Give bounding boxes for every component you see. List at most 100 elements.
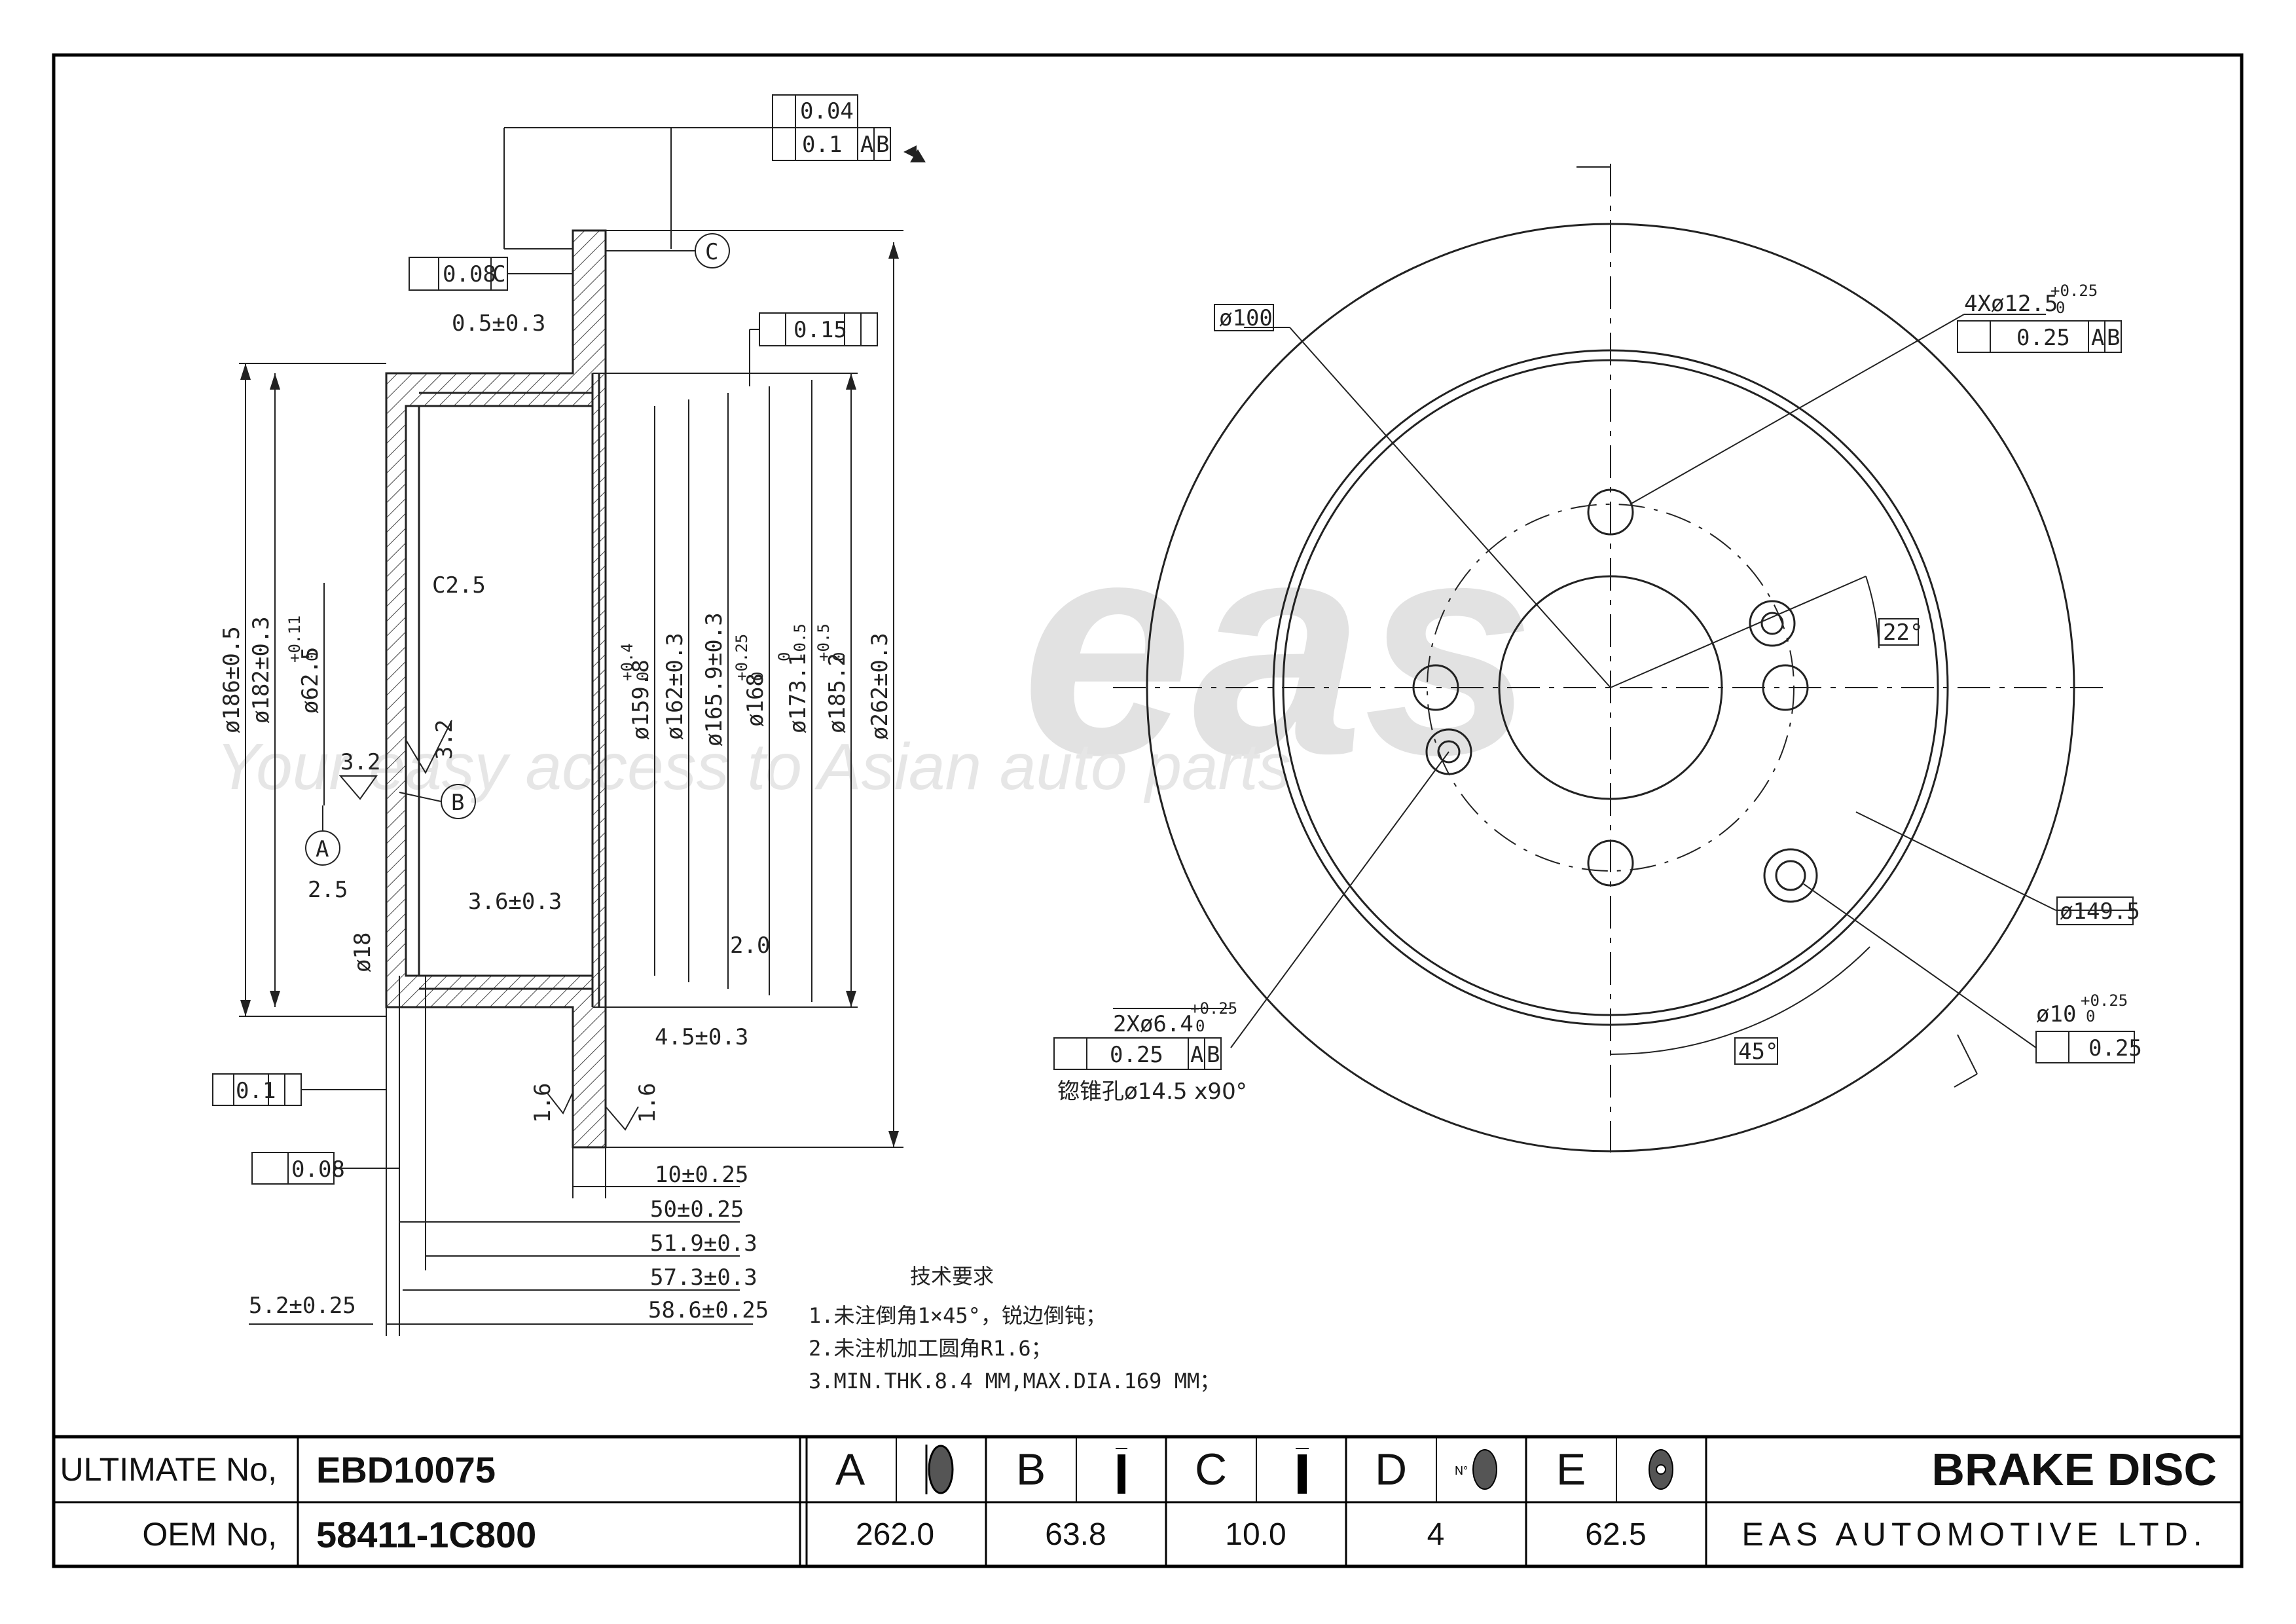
bolt-holes-datum-b: B bbox=[2107, 325, 2120, 351]
note-3: 3.MIN.THK.8.4 MM,MAX.DIA.169 MM； bbox=[809, 1369, 1220, 1393]
dia-182: ø182±0.3 bbox=[248, 616, 274, 724]
pin-hole-tol-low: 0 bbox=[2086, 1007, 2095, 1025]
spec-e-value: 62.5 bbox=[1585, 1517, 1647, 1552]
roughness-symbol bbox=[405, 720, 452, 775]
height-50: 50±0.25 bbox=[650, 1196, 744, 1223]
dia-185-2-tol-low: 0 bbox=[830, 652, 848, 661]
center-bore-icon bbox=[1649, 1449, 1673, 1490]
locating-holes-spec: 2Xø6.4 bbox=[1113, 1011, 1194, 1037]
pin-hole-position: 0.25 bbox=[2088, 1035, 2142, 1061]
locating-holes-tol-low: 0 bbox=[1195, 1017, 1205, 1035]
roughness-symbol bbox=[546, 1092, 574, 1115]
bolt-holes-icon: N° bbox=[1455, 1449, 1497, 1490]
title-block: ULTIMATE No, EBD10075 OEM No, 58411-1C80… bbox=[52, 1437, 2243, 1568]
dim-3-6: 3.6±0.3 bbox=[468, 889, 562, 915]
dia-149-5: ø149.5 bbox=[2060, 898, 2140, 925]
company-name: EAS AUTOMOTIVE LTD. bbox=[1741, 1516, 2208, 1553]
dimension-arrows bbox=[240, 145, 926, 1147]
dia-173-1-tol-low: -0.5 bbox=[791, 623, 809, 661]
parallelism-value: 0.08 bbox=[443, 261, 496, 287]
dia-159-8-tol-low: 0 bbox=[634, 672, 652, 681]
datum-ref-b: B bbox=[876, 132, 889, 158]
countersink-note: 锪锥孔ø14.5 x90° bbox=[1057, 1079, 1247, 1105]
dim-2-5: 2.5 bbox=[308, 877, 348, 903]
product-title: BRAKE DISC bbox=[1931, 1444, 2217, 1495]
spec-c-value: 10.0 bbox=[1225, 1517, 1286, 1552]
chamfer-label: C2.5 bbox=[432, 572, 486, 599]
spec-d-letter: D bbox=[1374, 1445, 1408, 1494]
height-dimensions bbox=[249, 976, 753, 1336]
spec-a-letter: A bbox=[835, 1445, 866, 1494]
oem-number-label: OEM No, bbox=[142, 1516, 277, 1553]
dia-159-8-tol: +0.4 bbox=[618, 643, 636, 681]
runout-hat-value: 0.15 bbox=[793, 317, 847, 343]
bolt-hole bbox=[1762, 664, 1809, 711]
pin-hole-tol: +0.25 bbox=[2081, 991, 2128, 1010]
title-block-grid bbox=[54, 1435, 2242, 1566]
bolt-hole bbox=[1412, 664, 1459, 711]
bolt-holes-spec: 4Xø12.5 bbox=[1964, 291, 2058, 317]
spec-e-letter: E bbox=[1556, 1445, 1586, 1494]
disc-diameter-icon bbox=[925, 1445, 954, 1494]
wheel-pin-hole bbox=[1763, 848, 1818, 903]
roughness-3-2-b: 3.2 bbox=[431, 720, 458, 760]
height-57-3: 57.3±0.3 bbox=[650, 1264, 757, 1291]
datum-ref-c: C bbox=[492, 261, 505, 287]
dia-62-5-tol-low: 0 bbox=[303, 652, 321, 661]
dia-168-tol: +0.25 bbox=[733, 634, 751, 681]
datum-ref-a: A bbox=[860, 132, 873, 158]
dia-186: ø186±0.5 bbox=[219, 626, 245, 733]
roughness-3-2-a: 3.2 bbox=[340, 749, 380, 775]
height-5-2: 5.2±0.25 bbox=[249, 1293, 356, 1319]
disc-height-icon bbox=[1116, 1448, 1127, 1494]
dia-159-8: ø159.8 bbox=[628, 659, 654, 740]
front-view-labels: ø100 4Xø12.5 +0.25 0 0.25 A B 22° ø149.5… bbox=[1057, 282, 2142, 1105]
dia-168: ø168 bbox=[742, 673, 769, 727]
locating-hole bbox=[1437, 740, 1461, 764]
section-diameter-labels: ø186±0.5 ø182±0.3 ø62.5 +0.11 0 3.2 ø18 … bbox=[219, 612, 893, 1123]
svg-text:N°: N° bbox=[1455, 1464, 1468, 1477]
roughness-symbol bbox=[338, 775, 378, 800]
wheel-pin-hole bbox=[1775, 860, 1806, 891]
bolt-holes-datum-a: A bbox=[2091, 325, 2104, 351]
dia-62-5-tol: +0.11 bbox=[285, 616, 304, 663]
locating-holes-position: 0.25 bbox=[1110, 1042, 1163, 1068]
roughness-symbol bbox=[605, 1106, 639, 1131]
bolt-holes-tol-low: 0 bbox=[2056, 299, 2065, 317]
spec-a-value: 262.0 bbox=[855, 1517, 935, 1552]
dia-173-1-tol: 0 bbox=[775, 652, 793, 661]
dia-185-2-tol: +0.5 bbox=[814, 623, 833, 661]
front-view bbox=[1053, 164, 2135, 1153]
locating-hole bbox=[1425, 728, 1472, 775]
angle-45: 45° bbox=[1738, 1039, 1778, 1065]
dia-185-2: ø185.2 bbox=[824, 653, 850, 733]
height-10: 10±0.25 bbox=[655, 1162, 748, 1188]
locating-holes-datum-b: B bbox=[1207, 1042, 1220, 1068]
locating-holes-datum-a: A bbox=[1190, 1042, 1203, 1068]
section-view bbox=[212, 94, 926, 1336]
dia-168-tol-low: 0 bbox=[748, 672, 767, 681]
spec-b-letter: B bbox=[1015, 1445, 1046, 1494]
height-51-9: 51.9±0.3 bbox=[650, 1230, 757, 1257]
notes-title: 技术要求 bbox=[910, 1264, 994, 1289]
disc-thickness-icon bbox=[1296, 1448, 1309, 1494]
gdt-frames bbox=[212, 94, 891, 1185]
bolt-hole bbox=[1587, 489, 1634, 536]
section-view-labels: 0.04 0.1 A B 0.08 C C B A 0.5±0.3 0.15 C… bbox=[236, 98, 889, 1323]
dim-ø18: ø18 bbox=[350, 932, 376, 972]
datum-b-label: B bbox=[451, 790, 464, 816]
bolt-hole bbox=[1587, 840, 1634, 887]
runout-left-value: 0.1 bbox=[236, 1078, 276, 1104]
locating-hole bbox=[1760, 612, 1784, 635]
ultimate-number-value: EBD10075 bbox=[316, 1449, 496, 1490]
ultimate-number-label: ULTIMATE No, bbox=[60, 1451, 277, 1488]
dim-4-5: 4.5±0.3 bbox=[655, 1024, 748, 1050]
angle-22: 22° bbox=[1883, 619, 1923, 646]
note-1: 1.未注倒角1×45°，锐边倒钝； bbox=[809, 1303, 1106, 1328]
dia-173-1: ø173.1 bbox=[785, 653, 811, 733]
dia-165-9: ø165.9±0.3 bbox=[701, 612, 727, 747]
locating-holes-tol: +0.25 bbox=[1190, 999, 1237, 1018]
roughness-1-6-b: 1.6 bbox=[634, 1083, 661, 1123]
dim-top-offset: 0.5±0.3 bbox=[452, 310, 545, 337]
